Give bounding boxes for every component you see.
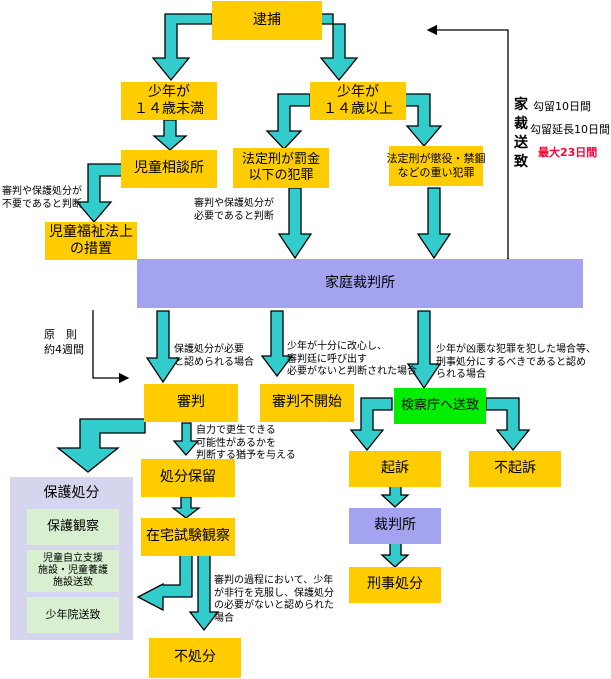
node-heavy-crime: 法定刑が懲役・禁錮 などの重い犯罪: [387, 146, 486, 186]
protection-item-observation: 保護観察: [27, 509, 119, 545]
arrow-hearing-to-protection: [56, 418, 146, 473]
arrow-hearing-to-suspended: [172, 422, 200, 456]
arrow-over14-to-fine-crime: [265, 93, 311, 150]
arrow-under14-to-child-center: [152, 119, 188, 151]
arrow-arrest-to-under14: [151, 13, 213, 82]
arrow-trial-to-no-disposition: [188, 554, 220, 632]
note-rehab: 自力で更生できる 可能性があるかを 判断する猶予を与える: [196, 425, 296, 461]
node-arrest: 逮捕: [212, 1, 322, 40]
node-indictment: 起訴: [349, 451, 441, 487]
detention-line1: 勾留10日間: [533, 100, 591, 113]
node-welfare: 児童福祉法上 の措置: [45, 222, 137, 260]
arrow-suspended-to-trial: [171, 496, 201, 519]
arrow-court-to-hearing: [145, 310, 181, 384]
arrow-child-center-to-welfare: [75, 163, 123, 224]
note-protect-needed: 保護処分が必要 と認められる場合: [174, 344, 254, 368]
node-probation-trial: 在宅試験観察: [141, 518, 235, 556]
node-family-court: 家庭裁判所: [137, 259, 583, 308]
node-child-center: 児童相談所: [121, 150, 217, 188]
node-court: 裁判所: [349, 508, 441, 544]
node-non-indictment: 不起訴: [469, 451, 561, 487]
note-rule: 原 則 約4週間: [44, 328, 84, 357]
node-over14: 少年が １４歳以上: [310, 82, 406, 120]
arrow-prosecutor-to-nonindict: [485, 397, 531, 452]
arrow-court-to-no-hearing: [260, 310, 294, 378]
node-no-disposition: 不処分: [149, 638, 241, 678]
arrow-court-to-prosecutor: [406, 310, 442, 390]
protection-item-facility: 児童自立支援 施設・児童養護 施設送致: [27, 550, 119, 592]
node-suspended: 処分保留: [141, 459, 235, 497]
arrow-fine-crime-to-court: [277, 187, 313, 260]
rule-bracket-line: [92, 310, 130, 384]
protection-title: 保護処分: [43, 485, 100, 502]
arrow-prosecutor-to-indict: [349, 397, 393, 452]
note-serious: 少年が凶悪な犯罪を犯した場合等、 刑事処分にするべきであると認め られる場合: [436, 344, 596, 380]
note-not-needed: 審判や保護処分が 不要であると判断: [2, 186, 82, 210]
protection-item-reformatory: 少年院送致: [27, 597, 119, 633]
note-overcome: 審判の過程において、少年 が非行を克服し、保護処分 の必要がないと認められた 場…: [214, 575, 334, 624]
detention-line: [426, 24, 514, 268]
node-fine-crime: 法定刑が罰金 以下の犯罪: [233, 148, 329, 188]
detention-label: 家 裁 送 致: [514, 97, 528, 170]
arrow-arrest-to-over14: [309, 13, 359, 82]
node-prosecutor: 検察庁へ送致: [394, 388, 486, 424]
note-needed: 審判や保護処分が 必要であると判断: [194, 198, 274, 222]
node-criminal: 刑事処分: [349, 567, 441, 603]
node-hearing: 審判: [144, 384, 238, 422]
arrow-indict-to-court: [380, 483, 410, 508]
arrow-heavy-crime-to-court: [416, 187, 452, 260]
node-no-hearing: 審判不開始: [260, 384, 354, 422]
arrow-trial-to-protection: [136, 554, 193, 612]
node-under14: 少年が １４歳未満: [121, 82, 217, 120]
note-reformed: 少年が十分に改心し、 審判廷に呼び出す 必要がないと判断された場合: [287, 341, 417, 377]
detention-line2: 勾留延長10日間: [530, 123, 610, 136]
detention-line3: 最大23日間: [538, 146, 598, 159]
arrow-court-to-criminal: [380, 542, 410, 568]
